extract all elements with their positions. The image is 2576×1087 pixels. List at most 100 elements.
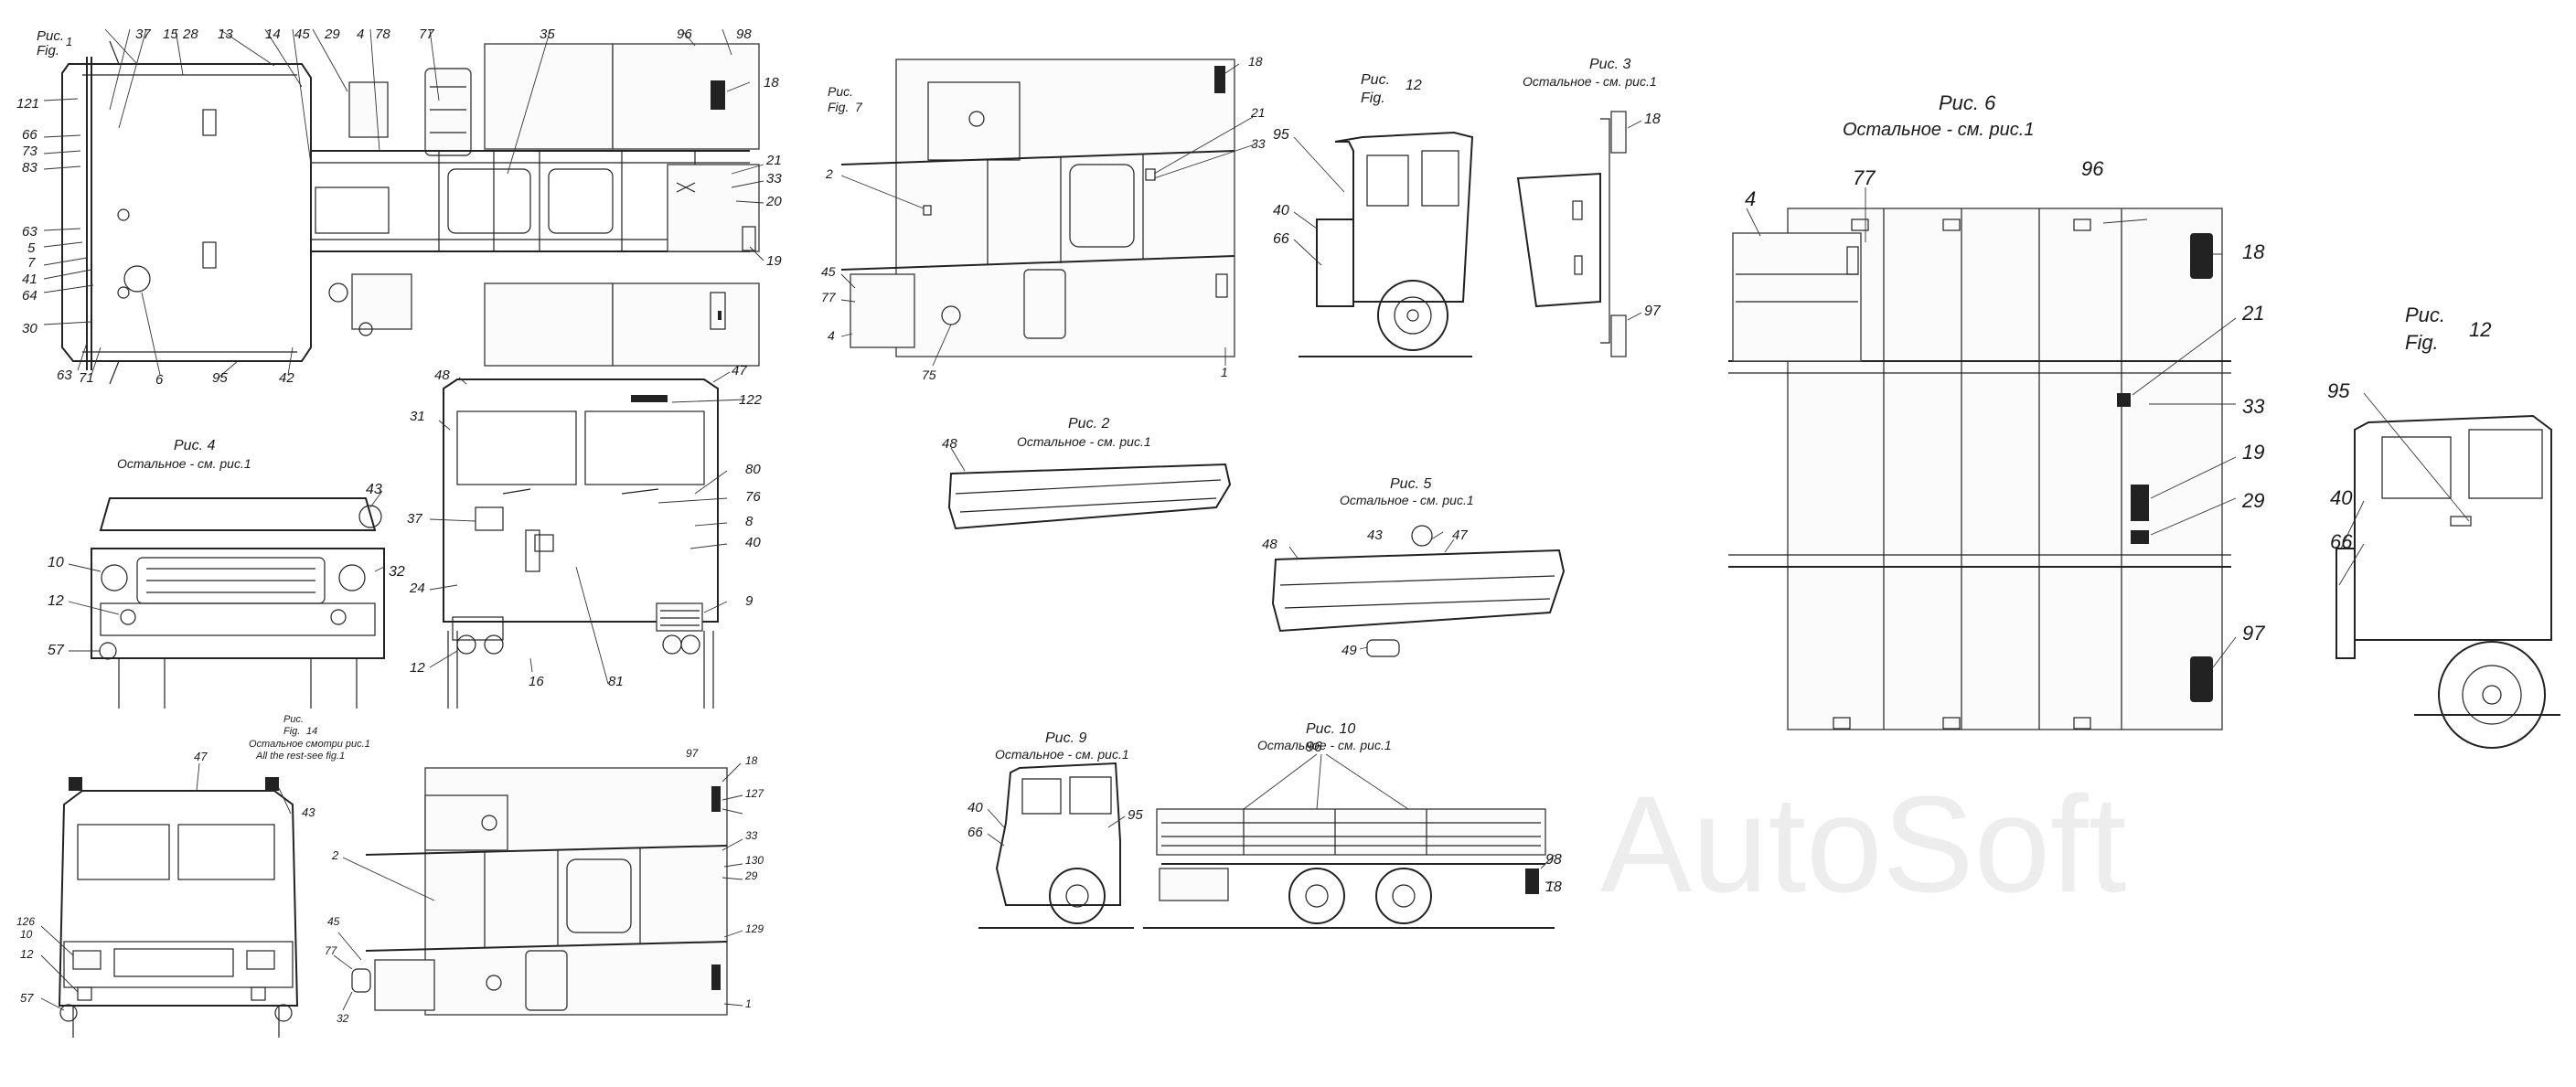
callout-73: 73: [22, 144, 37, 159]
callout-47: 47: [732, 363, 747, 378]
fig9-note: Остальное - см. рис.1: [995, 747, 1129, 762]
fig2-caption: Рис. 2: [1068, 416, 1109, 432]
callout-19: 19: [766, 253, 782, 269]
callout-18: 18: [745, 754, 758, 767]
fig14-note-ru: Остальное смотри рис.1: [249, 739, 370, 750]
callout-77: 77: [325, 944, 338, 957]
callout-29: 29: [2241, 489, 2264, 512]
callout-83: 83: [22, 160, 37, 176]
callout-95: 95: [1128, 807, 1143, 823]
callout-78: 78: [375, 27, 390, 42]
callout-63b: 63: [57, 368, 72, 383]
callout-37: 37: [135, 27, 151, 42]
callout-4: 4: [357, 27, 364, 42]
callout-35: 35: [540, 27, 555, 42]
fig12l-caption-en: Fig.: [2405, 331, 2439, 354]
fig1-number: 1: [66, 35, 72, 48]
callout-37: 37: [407, 511, 422, 527]
fig5-note: Остальное - см. рис.1: [1340, 493, 1474, 507]
callout-97: 97: [686, 747, 700, 760]
fig2-detail: Рис. 2 Остальное - см. рис.1 48: [942, 416, 1232, 530]
callout-29: 29: [744, 869, 758, 882]
callout-95: 95: [212, 370, 228, 386]
fig12-small-cab: Рис. 12 Fig. 95 40 66: [1273, 72, 1474, 357]
callout-45: 45: [327, 915, 340, 928]
callout-66: 66: [1273, 231, 1289, 247]
callout-28: 28: [182, 27, 198, 42]
callout-66: 66: [2330, 530, 2353, 553]
callout-8: 8: [745, 514, 754, 529]
fig7-caption-en: Fig.: [828, 100, 849, 114]
fig1-caption-ru: Рис.: [37, 28, 64, 44]
fig9-caption: Рис. 9: [1045, 730, 1086, 746]
callout-2: 2: [331, 848, 339, 862]
callout-96: 96: [1306, 740, 1322, 755]
fig4-note: Остальное - см. рис.1: [117, 456, 251, 471]
callout-77: 77: [419, 27, 434, 42]
fig6-large-detail: Рис. 6 Остальное - см. рис.1 4 77 96 18 …: [1728, 91, 2265, 730]
callout-64: 64: [22, 288, 37, 304]
fig12s-caption-ru: Рис.: [1361, 72, 1390, 88]
fig4-caption: Рис. 4: [174, 438, 215, 453]
callout-33: 33: [2242, 395, 2265, 418]
fig1-top-view: Рис. 1 Fig.: [16, 27, 782, 388]
callout-42: 42: [279, 370, 294, 386]
callout-40: 40: [745, 535, 761, 550]
callout-97: 97: [2242, 622, 2265, 645]
callout-2: 2: [825, 166, 833, 181]
fig2-note: Остальное - см. рис.1: [1017, 434, 1151, 449]
callout-33: 33: [766, 171, 782, 186]
callout-10: 10: [48, 555, 64, 570]
fig12l-number: 12: [2469, 318, 2491, 341]
callout-21: 21: [1250, 105, 1266, 120]
callout-49: 49: [1341, 643, 1357, 658]
callout-12: 12: [410, 660, 425, 676]
callout-1: 1: [745, 997, 752, 1010]
fig12-large-cab: Рис. Fig. 12 95 40 66: [2327, 304, 2560, 749]
callout-43: 43: [1367, 528, 1383, 543]
callout-126: 126: [16, 915, 35, 928]
callout-77: 77: [1853, 166, 1876, 189]
fig7-caption-ru: Рис.: [828, 84, 853, 99]
fig14-caption-ru: Рис.: [283, 714, 304, 725]
callout-18: 18: [1545, 879, 1562, 895]
callout-129: 129: [745, 922, 764, 935]
callout-43: 43: [302, 805, 315, 819]
callout-30: 30: [22, 321, 37, 336]
fig14-front-view: Рис. Fig. 14 Остальное смотри рис.1 All …: [16, 714, 370, 1038]
callout-21: 21: [765, 153, 782, 168]
callout-6: 6: [155, 372, 164, 388]
callout-41: 41: [22, 272, 37, 287]
callout-7: 7: [27, 255, 36, 271]
fig5-detail: Рис. 5 Остальное - см. рис.1 43 47 48 49: [1262, 476, 1566, 658]
callout-75: 75: [922, 368, 936, 382]
callout-77: 77: [821, 290, 837, 304]
callout-32: 32: [389, 564, 405, 580]
callout-45: 45: [294, 27, 310, 42]
callout-66: 66: [967, 825, 983, 840]
callout-12: 12: [20, 947, 34, 961]
callout-98: 98: [1545, 852, 1562, 868]
fig12s-number: 12: [1406, 78, 1422, 93]
fig3-caption: Рис. 3: [1589, 57, 1630, 72]
fig14-number: 14: [306, 726, 317, 737]
fig12l-caption-ru: Рис.: [2405, 304, 2445, 326]
callout-96: 96: [2081, 157, 2104, 180]
fig10-caption: Рис. 10: [1306, 721, 1355, 737]
callout-33: 33: [745, 829, 758, 842]
callout-33: 33: [1251, 136, 1266, 151]
fig12s-caption-en: Fig.: [1361, 91, 1385, 106]
fig9-cab-side: Рис. 9 Остальное - см. рис.1 40 66 95: [967, 730, 1143, 929]
callout-21: 21: [2241, 302, 2264, 325]
callout-48: 48: [942, 436, 957, 452]
watermark: AutoSoft: [1600, 767, 2126, 921]
callout-48: 48: [434, 368, 450, 383]
callout-127: 127: [745, 787, 764, 800]
fig14-note-en: All the rest-see fig.1: [255, 751, 345, 762]
side-view-lower: 97 18 127 2 33 130 29 45 77 32 129 1: [325, 747, 764, 1025]
callout-57: 57: [48, 643, 65, 658]
callout-130: 130: [745, 854, 764, 867]
callout-47: 47: [1452, 528, 1468, 543]
callout-98: 98: [736, 27, 752, 42]
